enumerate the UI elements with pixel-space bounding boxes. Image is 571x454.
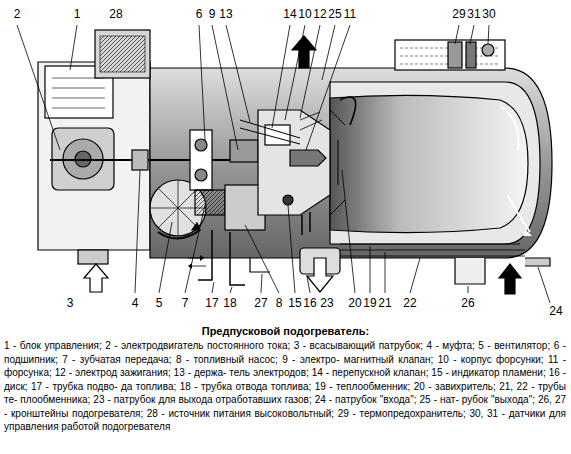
caption-title: Предпусковой подогреватель: (0, 324, 571, 338)
callout-number: 17 (204, 297, 219, 310)
callout-number: 22 (402, 297, 417, 310)
callout-number: 27 (253, 297, 268, 310)
callout-number: 28 (108, 8, 123, 21)
callout-number: 19 (362, 297, 377, 310)
callout-number: 16 (302, 297, 317, 310)
callout-number: 20 (347, 297, 362, 310)
callout-number: 3 (66, 297, 75, 310)
callout-number: 14 (282, 8, 297, 21)
callout-number: 7 (181, 297, 190, 310)
callout-number: 25 (327, 8, 342, 21)
callout-number: 4 (131, 297, 140, 310)
callout-number: 9 (208, 8, 217, 21)
callout-number: 13 (218, 8, 233, 21)
callout-number: 29 (451, 8, 466, 21)
callout-number: 5 (155, 297, 164, 310)
callout-number: 30 (481, 8, 496, 21)
callout-number: 2 (13, 8, 22, 21)
callout-number: 6 (195, 8, 204, 21)
callout-number: 12 (312, 8, 327, 21)
callout-number: 31 (466, 8, 481, 21)
caption-text: 1 - блок управления; 2 - электродвигател… (4, 339, 566, 434)
callout-number: 24 (548, 305, 563, 318)
callout-number: 26 (460, 297, 475, 310)
callout-number: 10 (297, 8, 312, 21)
callout-number: 21 (377, 297, 392, 310)
callout-number: 11 (343, 8, 357, 21)
callout-number: 1 (73, 8, 82, 21)
callout-number: 8 (275, 297, 284, 310)
callout-number: 18 (222, 297, 237, 310)
callout-number: 15 (287, 297, 302, 310)
callout-number: 23 (319, 297, 334, 310)
